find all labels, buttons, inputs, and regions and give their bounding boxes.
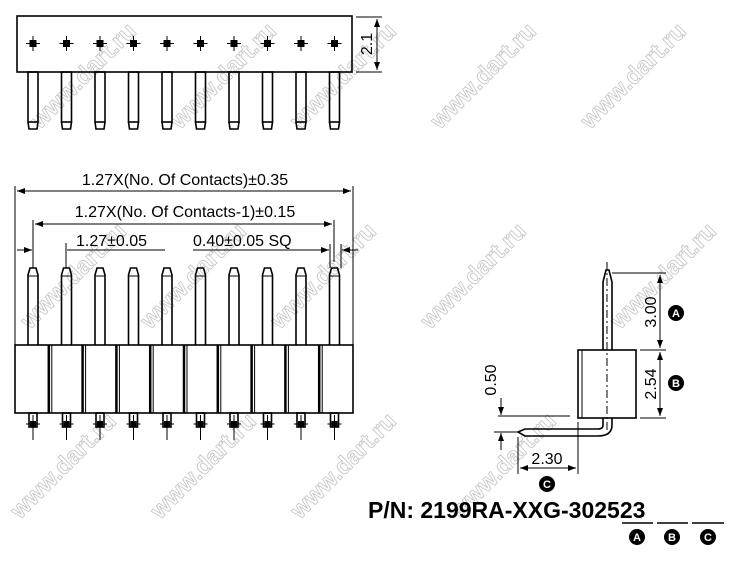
svg-text:A: A — [633, 532, 641, 544]
label-a-badge: A — [668, 305, 684, 321]
pin-tip — [60, 121, 73, 130]
pin-tip — [328, 121, 341, 130]
svg-text:B: B — [672, 378, 680, 390]
pn-code-a: 30 — [569, 497, 595, 523]
pin-lead — [261, 71, 274, 123]
label-b-badge: B — [668, 375, 684, 391]
dim-c-label: 2.30 — [531, 451, 562, 468]
pn-label-a-badge: A — [629, 529, 645, 545]
overall-length-label: 1.27X(No. Of Contacts)±0.35 — [82, 172, 288, 189]
pin — [228, 267, 240, 345]
pin-lead — [127, 71, 140, 123]
pin — [328, 267, 341, 345]
pin-lead — [60, 71, 73, 123]
pin — [127, 267, 140, 345]
pin-lead — [194, 71, 207, 123]
front-dimensions: 1.27X(No. Of Contacts)±0.35 1.27X(No. Of… — [14, 172, 358, 345]
label-c-badge: C — [539, 476, 555, 492]
top-view — [16, 15, 353, 130]
svg-text:C: C — [704, 532, 712, 544]
pin — [295, 267, 307, 345]
svg-text:A: A — [672, 308, 680, 320]
pin — [60, 267, 73, 345]
pitch-label: 1.27±0.05 — [76, 233, 147, 250]
pin-lead — [161, 71, 173, 123]
pn-prefix: P/N: 2199RA-XXG- — [368, 497, 569, 523]
side-view: 3.00 2.54 0.50 2.30 A B C — [483, 262, 684, 492]
pin-tip — [295, 121, 307, 130]
pin-tip — [228, 121, 240, 130]
dim-b-label: 2.54 — [643, 368, 660, 399]
pin — [27, 267, 39, 345]
part-number: P/N: 2199RA-XXG-302523 A B C — [368, 497, 724, 545]
pin-lead — [94, 71, 106, 123]
pin-lead — [27, 71, 39, 123]
front-view — [14, 267, 354, 440]
pin-tip — [261, 121, 274, 130]
dim-offset-label: 0.50 — [483, 364, 500, 395]
pin — [261, 267, 274, 345]
dim-a-label: 3.00 — [643, 296, 660, 327]
housing-top — [16, 15, 353, 73]
pn-label-b-badge: B — [664, 529, 680, 545]
pin — [161, 267, 173, 345]
pin-tip — [94, 121, 106, 130]
pin-tip — [27, 121, 39, 130]
height-dim-label: 2.1 — [359, 33, 376, 55]
pin-lead — [328, 71, 341, 123]
dim-height: 2.1 — [356, 16, 382, 73]
pin-tip — [194, 121, 207, 130]
pin-lead — [295, 71, 307, 123]
pin-tip — [127, 121, 140, 130]
pn-code-b: 25 — [594, 497, 620, 523]
pn-code-c: 23 — [620, 497, 646, 523]
svg-text:B: B — [668, 532, 676, 544]
pin — [194, 267, 207, 345]
pin-lead — [228, 71, 240, 123]
pin — [94, 267, 106, 345]
pn-label-c-badge: C — [700, 529, 716, 545]
svg-text:C: C — [543, 479, 551, 491]
pin-size-label: 0.40±0.05 SQ — [193, 233, 292, 250]
svg-text:P/N: 2199RA-XXG-302523: P/N: 2199RA-XXG-302523 — [368, 497, 645, 523]
pin-tip — [161, 121, 173, 130]
pitch-span-label: 1.27X(No. Of Contacts-1)±0.15 — [75, 204, 296, 221]
